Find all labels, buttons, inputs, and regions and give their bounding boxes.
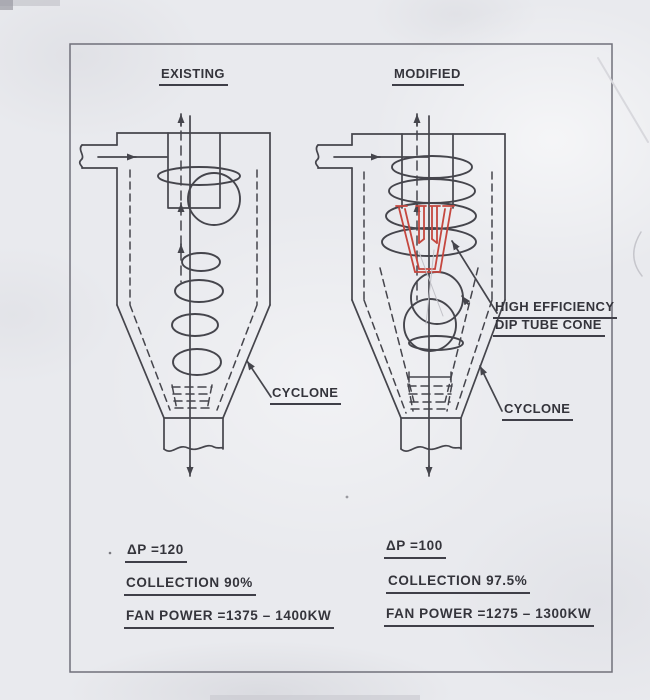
dip-tube-cone-highlight <box>395 205 455 273</box>
stat-fan-power-left: FAN POWER =1375 – 1400KW <box>124 608 335 629</box>
drawing-border <box>69 43 613 673</box>
right-cyclone-drawing <box>314 113 506 477</box>
title-existing: EXISTING <box>159 66 228 87</box>
stat-pressure-drop-left: ΔP =120 <box>125 542 187 563</box>
left-cyclone-drawing <box>78 113 272 477</box>
title-modified: MODIFIED <box>392 66 464 87</box>
left-cyclone-leader-arrow <box>246 360 272 398</box>
label-dip-tube-line1: HIGH EFFICIENCY <box>493 299 618 320</box>
stat-collection-left: COLLECTION 90% <box>124 575 256 596</box>
label-cyclone-right: CYCLONE <box>502 401 574 422</box>
stat-collection-right: COLLECTION 97.5% <box>386 573 531 594</box>
label-cyclone-left: CYCLONE <box>270 385 342 406</box>
stat-fan-power-right: FAN POWER =1275 – 1300KW <box>384 606 595 627</box>
right-cyclone-leader-arrow <box>479 365 503 412</box>
dip-tube-leader-arrow <box>451 240 498 314</box>
stat-pressure-drop-right: ΔP =100 <box>384 538 446 559</box>
label-dip-tube-line2: DIP TUBE CONE <box>493 317 605 338</box>
